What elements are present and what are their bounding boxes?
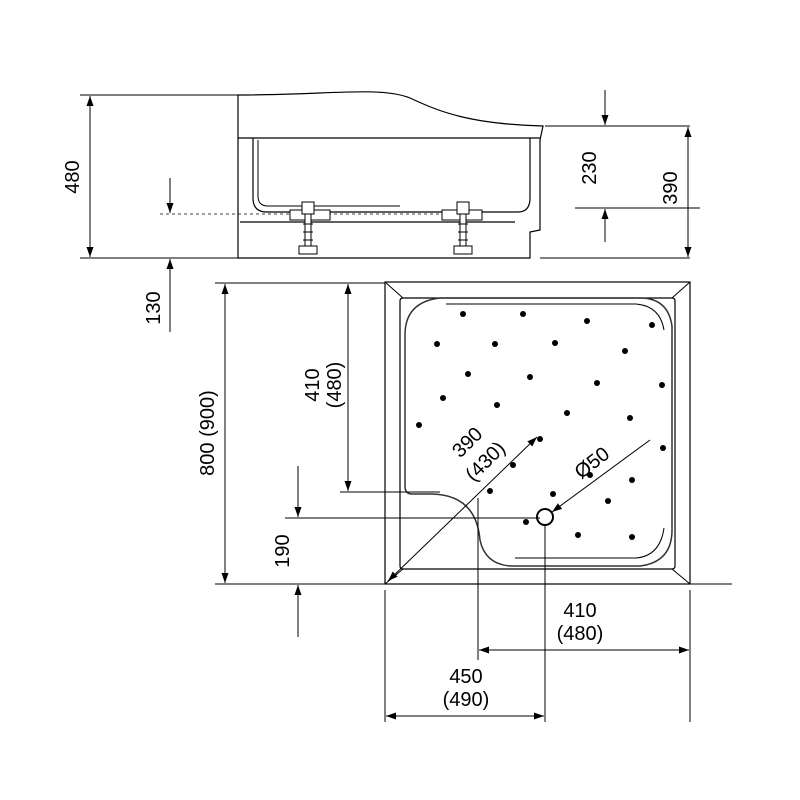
dot-icon xyxy=(605,498,611,504)
dim-label-410-vertical: 410 xyxy=(302,368,324,401)
dim-label-230: 230 xyxy=(579,151,601,184)
dim-label-800: 800 (900) xyxy=(197,390,219,476)
dot-icon xyxy=(434,341,440,347)
dim-label-480: 480 xyxy=(62,160,84,193)
dim-label-450-horizontal: 450 xyxy=(449,666,482,688)
massage-dots xyxy=(416,311,666,540)
dim-line-390-diagonal xyxy=(387,436,538,582)
dot-icon xyxy=(487,488,493,494)
dim-label-480-vertical: (480) xyxy=(324,362,346,409)
dot-icon xyxy=(460,311,466,317)
dim-label-390: 390 xyxy=(660,171,682,204)
tray-outer-edge xyxy=(384,281,691,585)
dim-line-drain-diameter xyxy=(551,439,651,513)
ext-lines-side xyxy=(80,94,700,259)
dim-label-130: 130 xyxy=(143,291,165,324)
dot-icon xyxy=(494,402,500,408)
dot-icon xyxy=(492,341,498,347)
dim-label-190: 190 xyxy=(272,534,294,567)
support-leg-left xyxy=(289,201,331,255)
dot-icon xyxy=(622,348,628,354)
dim-label-480-horizontal: (480) xyxy=(557,623,604,645)
dot-icon xyxy=(520,311,526,317)
dot-icon xyxy=(550,491,556,497)
dot-icon xyxy=(575,532,581,538)
dot-icon xyxy=(584,318,590,324)
dim-label-410-horizontal: 410 xyxy=(563,600,596,622)
dot-icon xyxy=(660,445,666,451)
dot-icon xyxy=(564,410,570,416)
ext-lines-plan xyxy=(215,282,732,722)
dot-icon xyxy=(627,415,633,421)
side-view: 480 130 230 390 xyxy=(62,90,700,332)
dot-icon xyxy=(523,519,529,525)
dot-icon xyxy=(629,534,635,540)
dot-icon xyxy=(594,380,600,386)
tray-side-outline xyxy=(237,91,544,259)
basin-inner-shade xyxy=(446,303,665,559)
dot-icon xyxy=(629,477,635,483)
plan-view: 800 (900) 410 (480) 190 390 (430) Ø50 41… xyxy=(197,281,732,722)
dot-icon xyxy=(649,322,655,328)
rim-corner-lines xyxy=(384,281,691,585)
dot-icon xyxy=(659,382,665,388)
drain-circle-icon xyxy=(536,508,554,526)
dot-icon xyxy=(552,340,558,346)
dot-icon xyxy=(465,371,471,377)
dot-icon xyxy=(440,395,446,401)
dim-label-drain-diameter: Ø50 xyxy=(571,443,614,484)
tray-inner-rim xyxy=(399,297,676,570)
inner-basin xyxy=(252,138,531,213)
dim-label-490-horizontal: (490) xyxy=(443,689,490,711)
dot-icon xyxy=(587,472,593,478)
dot-icon xyxy=(416,422,422,428)
inner-basin-shade xyxy=(257,140,400,207)
dot-icon xyxy=(537,436,543,442)
dot-icon xyxy=(527,374,533,380)
support-leg-right xyxy=(441,201,483,255)
